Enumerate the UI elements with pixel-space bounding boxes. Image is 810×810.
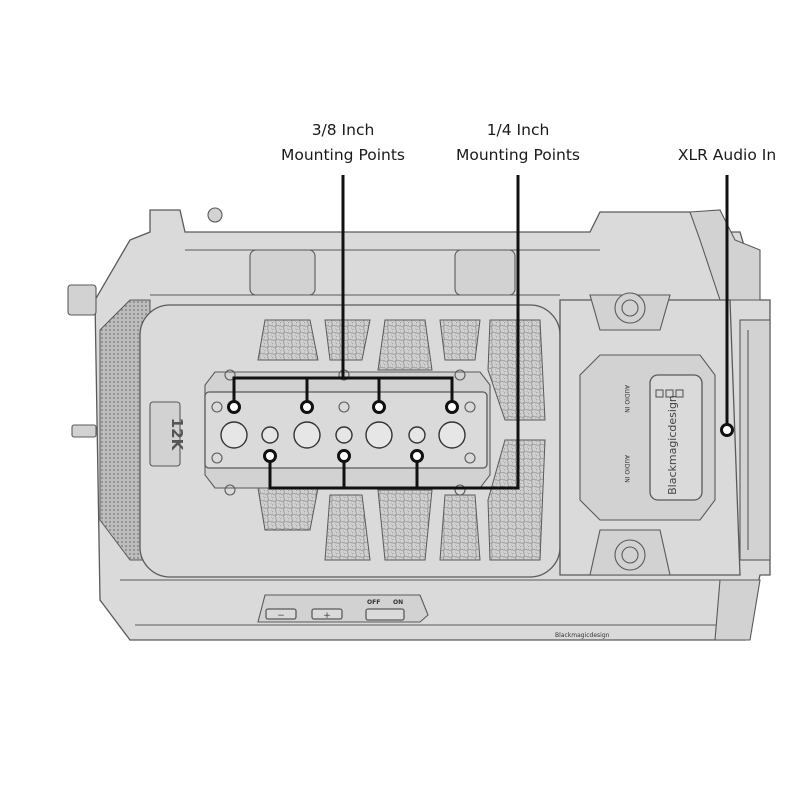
top-button-left <box>249 249 316 296</box>
audio-in-2-label: AUDIO IN <box>623 385 630 413</box>
mounting-holes <box>211 369 476 496</box>
callout-point <box>300 400 314 414</box>
callout-point <box>410 449 424 463</box>
power-off-label: OFF <box>367 599 380 606</box>
callout-point <box>372 400 386 414</box>
callout-point <box>445 400 459 414</box>
top-button-right <box>454 249 516 296</box>
knob-top <box>589 292 671 331</box>
callout-label-line2: Mounting Points <box>281 146 405 164</box>
leader-line <box>232 175 454 407</box>
callout-xlr-audio: XLR Audio In <box>678 146 776 437</box>
power-switch[interactable] <box>365 608 405 621</box>
callout-point <box>337 449 351 463</box>
xlr-panel <box>739 319 771 561</box>
plus-label: + <box>323 611 331 621</box>
audio-in-1-label: AUDIO IN <box>623 455 630 483</box>
callout-point <box>227 400 241 414</box>
model-badge <box>149 401 181 467</box>
callout-label-line2: Mounting Points <box>456 146 580 164</box>
callout-label: XLR Audio In <box>678 146 776 164</box>
left-tab <box>67 284 97 316</box>
minus-button[interactable] <box>265 608 297 620</box>
minus-label: − <box>277 611 285 621</box>
callout-label-line1: 3/8 Inch <box>312 121 375 139</box>
plus-button[interactable] <box>311 608 343 620</box>
strap-lug <box>71 424 97 438</box>
knob-bottom <box>589 529 671 576</box>
callout-point <box>720 423 734 437</box>
brand-logo-text: Blackmagicdesign <box>666 395 679 495</box>
callout-point <box>263 449 277 463</box>
badge-text: 12K <box>168 418 186 452</box>
power-on-label: ON <box>393 599 403 606</box>
camera-body: 12K Blackmagicdesign AUDIO IN AUDIO IN −… <box>67 207 771 641</box>
honeycomb-vents <box>257 319 546 561</box>
callout-label-line1: 1/4 Inch <box>487 121 550 139</box>
bottom-brand-text: Blackmagicdesign <box>555 632 610 639</box>
callout-1-4-mounting: 1/4 Inch Mounting Points <box>263 121 580 490</box>
callout-3-8-mounting: 3/8 Inch Mounting Points <box>227 121 459 414</box>
top-knob <box>207 207 223 223</box>
